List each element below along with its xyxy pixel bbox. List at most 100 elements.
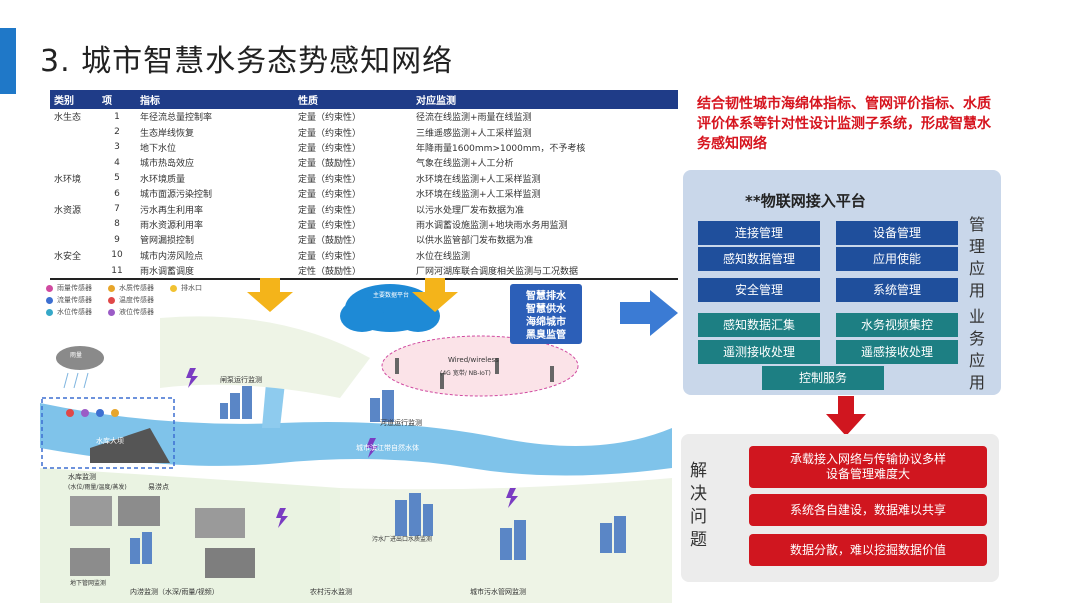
col-nature: 性质 (294, 90, 412, 109)
right-arrow-icon (620, 290, 678, 336)
cell-monitoring: 以污水处理厂发布数据为准 (412, 201, 678, 216)
cell-nature: 定量（约束性） (294, 201, 412, 216)
problem-item: 系统各自建设，数据难以共享 (749, 494, 987, 526)
cell-indicator: 城市热岛效应 (136, 155, 294, 170)
cell-monitoring: 三维遥感监测+人工采样监测 (412, 124, 678, 139)
video-control-button[interactable]: 水务视频集控 (836, 313, 958, 337)
cell-indicator: 城市内涝风险点 (136, 248, 294, 263)
wireless-label: Wired/wireless (448, 356, 499, 364)
photo-thumbnail (70, 548, 110, 576)
sensor-dot-icon (96, 409, 104, 417)
connect-management-button[interactable]: 连接管理 (698, 221, 820, 245)
legend-dot-icon (108, 297, 115, 304)
photo-thumbnail (195, 508, 245, 538)
app-enable-button[interactable]: 应用使能 (836, 247, 958, 271)
monitoring-network-infographic: 雨量传感器 水质传感器 排水口 流量传感器 温度传感器 水位传感器 液位传感器 … (40, 278, 672, 603)
cell-item: 5 (98, 171, 136, 186)
cell-item: 9 (98, 232, 136, 247)
control-service-button[interactable]: 控制服务 (762, 366, 884, 390)
table-header-row: 类别 项 指标 性质 对应监测 (50, 90, 678, 109)
cell-monitoring: 水环境在线监测+人工采样监测 (412, 186, 678, 201)
security-management-button[interactable]: 安全管理 (698, 278, 820, 302)
system-management-button[interactable]: 系统管理 (836, 278, 958, 302)
legend-dot-icon (170, 285, 177, 292)
col-indicator: 指标 (136, 90, 294, 109)
cell-nature: 定量（约束性） (294, 140, 412, 155)
cell-monitoring: 以供水监管部门发布数据为准 (412, 232, 678, 247)
reservoir-monitor-sublabel: (水位/雨量/温度/蒸发) (68, 482, 127, 491)
table-row: 3地下水位定量（约束性）年降雨量1600mm>1000mm，不予考核 (50, 140, 678, 155)
cell-nature: 定性（鼓励性） (294, 263, 412, 279)
cell-category (50, 155, 98, 170)
sensor-dot-icon (66, 409, 74, 417)
legend-item: 雨量传感器 水质传感器 排水口 (46, 282, 202, 294)
reservoir-label: 水库大坝 (96, 436, 124, 446)
problem-item: 数据分散，难以挖掘数据价值 (749, 534, 987, 566)
problem-item: 承载接入网络与传输协议多样 设备管理难度大 (749, 446, 987, 488)
cell-item: 10 (98, 248, 136, 263)
cell-category: 水安全 (50, 248, 98, 263)
data-aggregation-button[interactable]: 感知数据汇集 (698, 313, 820, 337)
flood-point-label: 易涝点 (148, 482, 169, 492)
legend-dot-icon (108, 285, 115, 292)
cell-item: 6 (98, 186, 136, 201)
cell-category (50, 140, 98, 155)
cell-category (50, 186, 98, 201)
management-app-label: 管理应用 (969, 214, 989, 302)
cell-monitoring: 雨水调蓄设施监测+地块雨水务用监测 (412, 217, 678, 232)
cell-category (50, 124, 98, 139)
table-row: 水安全10城市内涝风险点定量（约束性）水位在线监测 (50, 248, 678, 263)
river-label: 城市滨江带自然水体 (356, 443, 419, 453)
cell-indicator: 城市面源污染控制 (136, 186, 294, 201)
cell-indicator: 生态岸线恢复 (136, 124, 294, 139)
photo-thumbnail (70, 496, 112, 526)
cell-category (50, 217, 98, 232)
cell-monitoring: 水环境在线监测+人工采样监测 (412, 171, 678, 186)
cell-nature: 定量（约束性） (294, 109, 412, 124)
down-arrow-icon (410, 278, 460, 314)
cell-category (50, 232, 98, 247)
col-item: 项 (98, 90, 136, 109)
cell-item: 8 (98, 217, 136, 232)
cloud-label: 主要数据平台 (373, 290, 409, 299)
rural-sewage-label: 农村污水监测 (310, 587, 352, 597)
down-arrow-red-icon (826, 396, 866, 436)
cell-item: 7 (98, 201, 136, 216)
device-management-button[interactable]: 设备管理 (836, 221, 958, 245)
reservoir-monitor-label: 水库监测 (68, 472, 96, 482)
platform-title: **物联网接入平台 (745, 190, 866, 211)
photo-thumbnail (118, 496, 160, 526)
sensor-dot-icon (81, 409, 89, 417)
sensor-legend: 雨量传感器 水质传感器 排水口 流量传感器 温度传感器 水位传感器 液位传感器 (46, 282, 202, 318)
cell-indicator: 地下水位 (136, 140, 294, 155)
photo-thumbnail (205, 548, 255, 578)
legend-item: 水位传感器 液位传感器 (46, 306, 202, 318)
problem-label: 解决问题 (690, 460, 710, 552)
legend-dot-icon (46, 309, 53, 316)
title-accent-bar (0, 28, 16, 94)
legend-dot-icon (108, 309, 115, 316)
plant-quality-label: 污水厂进出口水质监测 (372, 534, 432, 543)
cell-nature: 定量（鼓励性） (294, 232, 412, 247)
cell-monitoring: 厂网河湖库联合调度相关监测与工况数据 (412, 263, 678, 279)
cell-monitoring: 水位在线监测 (412, 248, 678, 263)
sense-data-management-button[interactable]: 感知数据管理 (698, 247, 820, 271)
legend-item: 流量传感器 温度传感器 (46, 294, 202, 306)
legend-dot-icon (46, 285, 53, 292)
cell-indicator: 管网漏损控制 (136, 232, 294, 247)
rain-icon (64, 373, 88, 388)
remote-sensing-processing-button[interactable]: 遥感接收处理 (836, 340, 958, 364)
cell-item: 3 (98, 140, 136, 155)
telemetry-processing-button[interactable]: 遥测接收处理 (698, 340, 820, 364)
wireless-cloud (382, 336, 578, 396)
legend-dot-icon (46, 297, 53, 304)
cell-category: 水资源 (50, 201, 98, 216)
smart-water-box: 智慧排水 智慧供水 海绵城市 黑臭监管 (510, 284, 582, 344)
